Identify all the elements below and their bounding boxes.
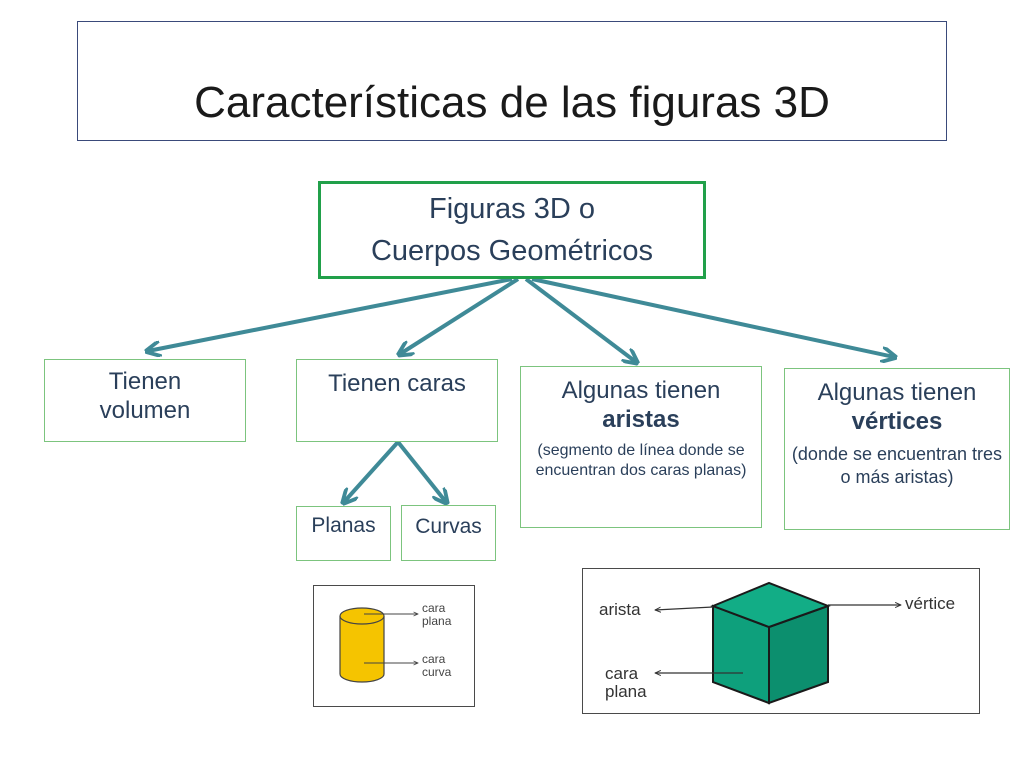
node-planas-label: Planas [311, 514, 376, 537]
node-curvas-label: Curvas [415, 515, 482, 538]
node-aristas-line-2: aristas [602, 405, 680, 433]
node-curvas: Curvas [401, 505, 496, 561]
root-line-2: Cuerpos Geométricos [370, 235, 654, 267]
node-volumen-line-1: Tienen [108, 368, 182, 395]
node-vertices-line-1: Algunas tienen [817, 379, 977, 406]
cylinder-label-curved-2: curva [422, 664, 452, 679]
cylinder-illustration: cara plana cara curva [313, 585, 475, 707]
title-box: Características de las figuras 3D [77, 21, 947, 141]
arrow-to-caras [400, 277, 520, 354]
node-caras: Tienen caras [296, 359, 498, 442]
cylinder-label-flat-2: plana [422, 613, 452, 628]
cube-illustration: arista vértice cara plana [582, 568, 980, 714]
cube-label-vertex: vértice [905, 594, 956, 613]
arrow-to-vertices [531, 277, 894, 357]
node-aristas: Algunas tienen aristas (segmento de líne… [520, 366, 762, 528]
cube-label-face-1: cara [605, 664, 639, 683]
root-line-1: Figuras 3D o [428, 192, 595, 225]
cylinder-label-flat-1: cara [422, 601, 446, 615]
node-vertices-note: (donde se encuentran tres o más aristas) [791, 443, 1003, 487]
arrow-to-planas [344, 440, 400, 502]
arrow-to-aristas [524, 277, 636, 362]
node-caras-label: Tienen caras [328, 370, 466, 397]
cube-label-edge: arista [599, 600, 641, 619]
node-volumen: Tienen volumen [44, 359, 246, 442]
arrow-to-volumen [148, 277, 513, 351]
node-volumen-line-2: volumen [99, 396, 191, 424]
cube-icon [583, 581, 981, 705]
node-aristas-note: (segmento de línea donde se encuentran d… [535, 441, 747, 480]
node-aristas-line-1: Algunas tienen [561, 377, 721, 404]
cube-label-face-2: plana [605, 681, 647, 701]
node-vertices-line-2: vértices [851, 407, 943, 435]
page-title: Características de las figuras 3D [194, 78, 830, 127]
root-node: Figuras 3D o Cuerpos Geométricos [318, 181, 706, 279]
arrow-to-curvas [396, 440, 446, 502]
node-vertices: Algunas tienen vértices (donde se encuen… [784, 368, 1010, 530]
cylinder-label-curved-1: cara [422, 652, 446, 666]
node-planas: Planas [296, 506, 391, 561]
cylinder-icon [339, 607, 476, 683]
